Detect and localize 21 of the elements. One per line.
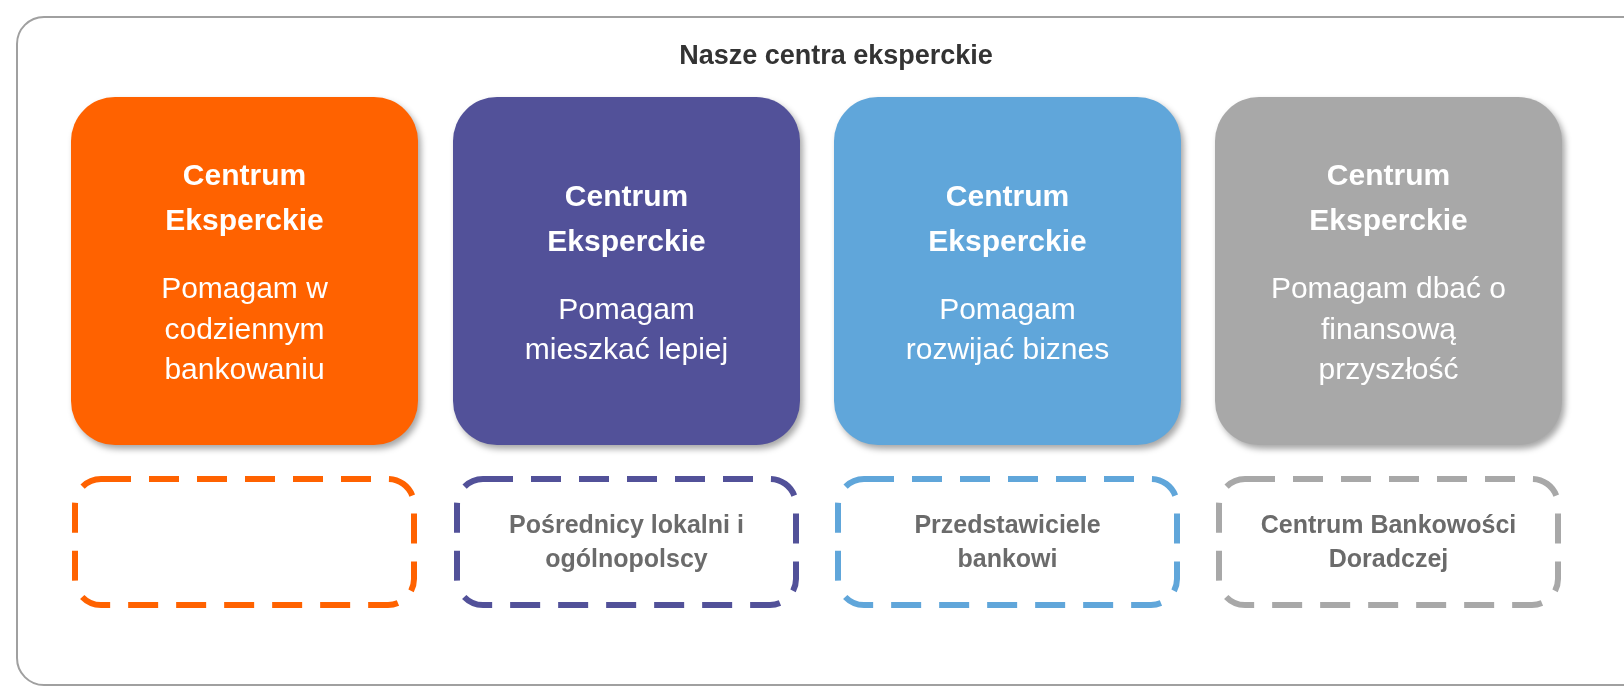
channel-label: Przedstawiciele bankowi — [913, 509, 1102, 574]
channel-box — [834, 475, 1181, 609]
channel-box — [453, 475, 800, 609]
card-text: Pomagam w codziennym bankowaniu — [160, 270, 329, 388]
center-card — [1215, 97, 1562, 445]
channel-label: Centrum Bankowości Doradczej — [1259, 509, 1518, 574]
panel-background — [16, 16, 1624, 686]
card-text: Pomagam dbać o finansową przyszłość — [1269, 270, 1508, 388]
card-text: Pomagam mieszkać lepiej — [523, 290, 730, 367]
card-heading: Centrum Eksperckie — [164, 157, 325, 239]
channel-label: Pośrednicy lokalni i ogólnopolscy — [508, 509, 745, 574]
center-card — [71, 97, 418, 445]
card-heading: Centrum Eksperckie — [927, 177, 1088, 259]
center-card — [453, 97, 800, 445]
card-text: Pomagam rozwijać biznes — [904, 290, 1111, 367]
channel-box — [71, 475, 418, 609]
card-heading: Centrum Eksperckie — [546, 177, 707, 259]
channel-box — [1215, 475, 1562, 609]
card-heading: Centrum Eksperckie — [1308, 157, 1469, 239]
panel-heading: Nasze centra eksperckie — [678, 40, 994, 71]
center-card — [834, 97, 1181, 445]
